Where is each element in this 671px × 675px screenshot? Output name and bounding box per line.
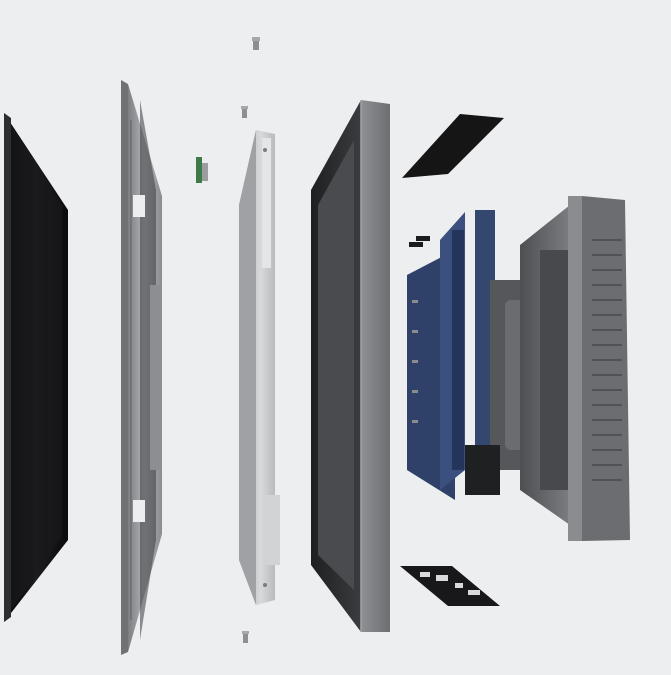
screw-icon	[241, 106, 248, 118]
screw-icon	[242, 631, 249, 643]
motherboard-assembly-icon	[407, 210, 530, 500]
screw-icon	[252, 37, 260, 50]
lcd-steel-frame-icon	[121, 80, 162, 655]
rear-housing-heatsink-icon	[520, 196, 630, 541]
thermal-pad-icon	[402, 114, 504, 178]
io-shield-plate-icon	[400, 566, 500, 606]
screw-icon	[409, 236, 430, 247]
aluminium-mounting-plate-icon	[239, 130, 280, 605]
small-connector-board-icon	[196, 157, 208, 183]
front-bezel-frame-icon	[311, 100, 390, 632]
touch-glass-panel-icon	[4, 113, 68, 622]
